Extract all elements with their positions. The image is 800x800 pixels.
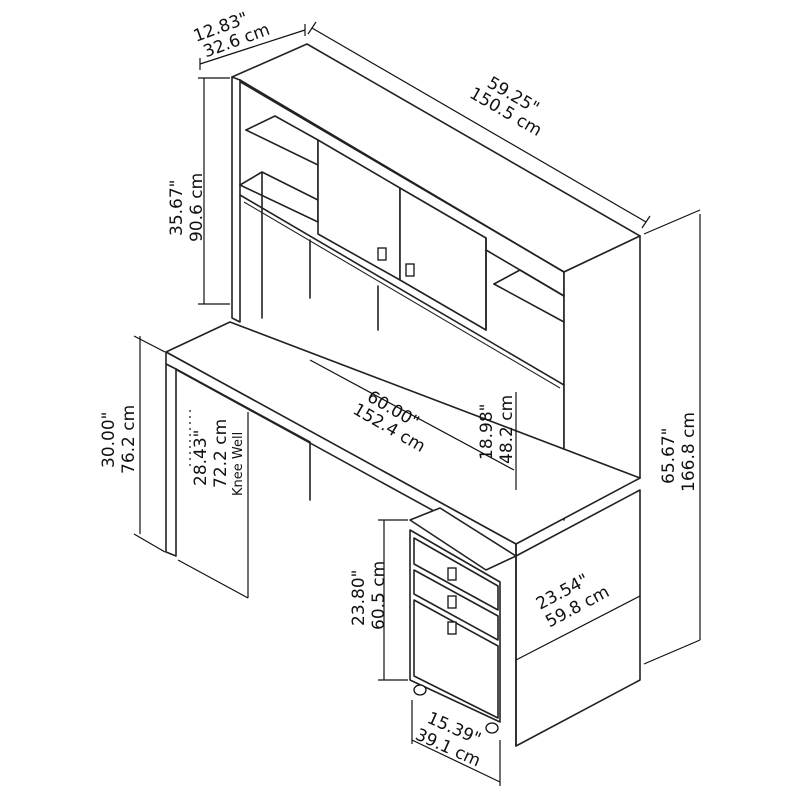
desk-height-metric: 76.2 cm xyxy=(119,405,139,474)
hutch-light-rail xyxy=(239,194,565,386)
hutch-shelf-left xyxy=(245,129,319,166)
pedestal-height-metric: 60.5 cm xyxy=(369,561,389,630)
door-right-pull-icon xyxy=(405,263,415,277)
knee-well-metric: 72.2 cm xyxy=(211,419,231,488)
hutch-shelf-right-mid xyxy=(493,283,565,323)
caster-left-icon xyxy=(413,684,427,696)
hutch-shelf-right-back xyxy=(493,269,565,297)
dimension-labels: 12.83" 32.6 cm 59.25" 150.5 cm 35.67" 90… xyxy=(99,9,699,772)
total-height-imperial: 65.67" xyxy=(659,428,679,485)
desk-modesty xyxy=(175,368,311,501)
hutch-left-side xyxy=(231,76,241,323)
total-height-metric: 166.8 cm xyxy=(679,412,699,492)
drawer-file xyxy=(413,599,499,719)
pedestal-height-imperial: 23.80" xyxy=(349,570,369,627)
knee-well-imperial: 28.43" xyxy=(191,430,211,487)
door-left-pull-icon xyxy=(377,247,387,261)
hutch-light-rail-lower xyxy=(243,201,561,389)
hutch-height-metric: 90.6 cm xyxy=(187,173,207,242)
drawer-1-pull-icon xyxy=(447,567,457,581)
desk-left-leg xyxy=(165,363,177,557)
desk-height-imperial: 30.00" xyxy=(99,412,119,469)
file-pedestal xyxy=(409,507,517,734)
pedestal-top xyxy=(409,507,517,571)
hutch-clearance-imperial: 18.98" xyxy=(477,404,497,461)
drawer-file-pull-icon xyxy=(447,621,457,635)
knee-well-note: Knee Well xyxy=(231,432,246,496)
drawer-2-pull-icon xyxy=(447,595,457,609)
dimension-lines xyxy=(133,21,701,786)
hutch xyxy=(231,43,641,521)
hutch-shelf-left-top xyxy=(245,115,319,141)
hutch-bottom-shelf-left xyxy=(239,184,319,223)
hutch-shelf-back xyxy=(239,171,319,201)
caster-right-icon xyxy=(485,722,499,734)
hutch-clearance-metric: 48.2 cm xyxy=(497,395,517,464)
desk xyxy=(165,321,641,747)
hutch-height-imperial: 35.67" xyxy=(167,180,187,237)
